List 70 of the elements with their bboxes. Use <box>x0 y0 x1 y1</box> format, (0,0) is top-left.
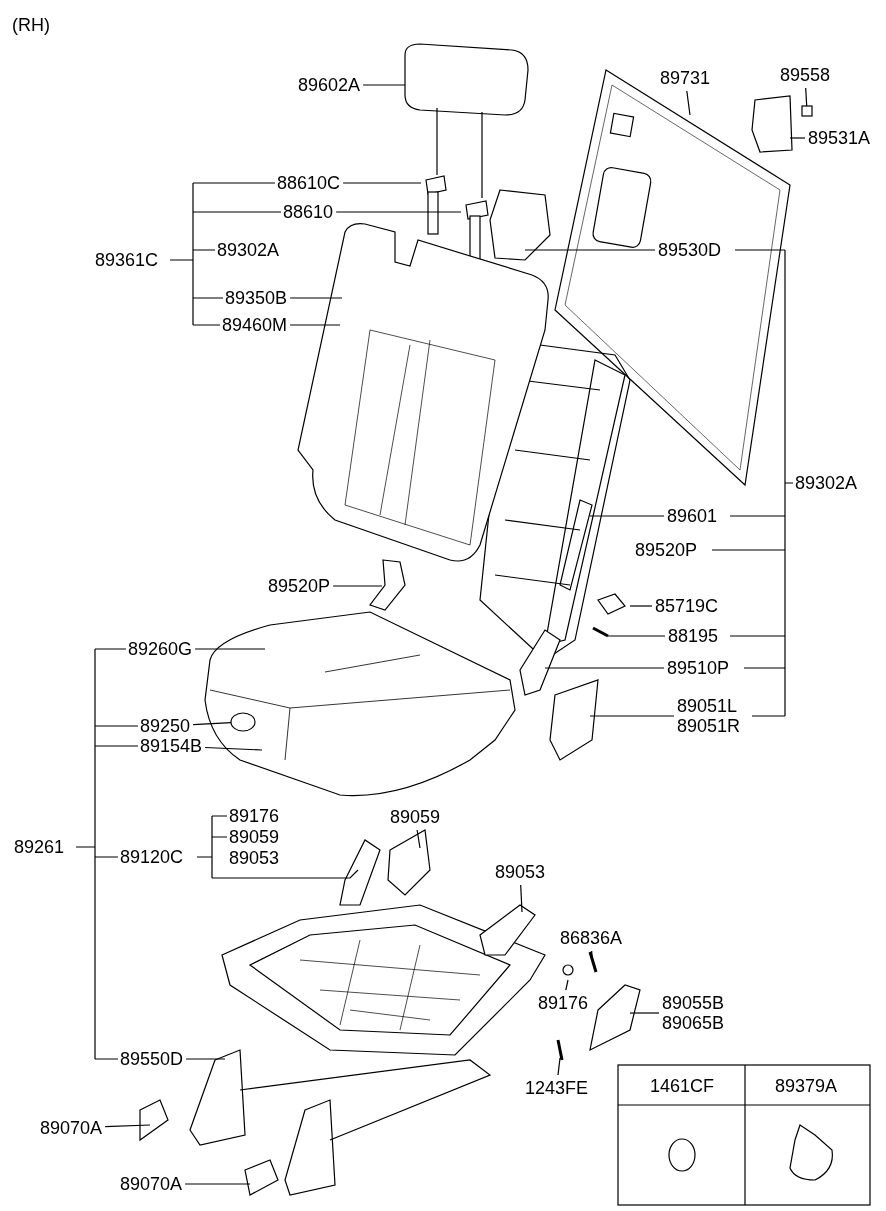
part-number: 89053 <box>229 848 280 868</box>
part-number: 89510P <box>667 658 730 678</box>
part-number: 89051L <box>677 696 739 716</box>
part-number: 89176 <box>538 993 589 1013</box>
part-number: 89460M <box>222 315 288 335</box>
leader-line <box>524 249 656 251</box>
part-number: 89059 <box>229 827 280 847</box>
part-number: 89302A <box>795 473 858 493</box>
part-number: 89531A <box>808 128 871 148</box>
part-number: 1243FE <box>525 1078 589 1098</box>
leader-line <box>607 635 666 637</box>
leader-line <box>591 950 593 959</box>
part-number: 89261 <box>14 837 65 857</box>
leader-line <box>557 1057 561 1076</box>
part-number: 89055B <box>662 993 725 1013</box>
part-number: 89601 <box>667 506 718 526</box>
side-note: (RH) <box>12 15 50 35</box>
leader-line <box>104 1124 151 1128</box>
leader-line <box>289 324 341 326</box>
leader-line <box>686 90 691 116</box>
part-number: 89154B <box>140 736 203 756</box>
table-header: 89379A <box>775 1076 838 1096</box>
leader-line <box>520 884 523 913</box>
part-number: 89065B <box>662 1013 725 1033</box>
leader-line <box>789 137 806 139</box>
leader-line <box>544 667 665 669</box>
clip-part <box>801 105 813 117</box>
part-number: 89053 <box>495 862 546 882</box>
part-number: 89070A <box>120 1174 183 1194</box>
leader-line <box>629 1012 660 1014</box>
part-number: 89120C <box>120 847 184 867</box>
part-number: 85719C <box>655 596 719 616</box>
leader-line <box>289 297 343 299</box>
part-number: 89558 <box>780 65 831 85</box>
leader-line <box>589 515 665 517</box>
grommet-part <box>230 712 256 732</box>
part-number: 89070A <box>40 1118 103 1138</box>
part-number: 89250 <box>140 716 191 736</box>
part-number: 86836A <box>560 928 623 948</box>
part-number: 89260G <box>128 639 193 659</box>
part-number: 89602A <box>298 75 361 95</box>
part-number: 89059 <box>390 807 441 827</box>
part-number: 89520P <box>635 540 698 560</box>
leader-line <box>192 722 232 726</box>
leader-line <box>185 1058 226 1060</box>
part-number: 89520P <box>268 576 331 596</box>
leader-line <box>589 715 675 717</box>
leader-line <box>629 605 653 607</box>
leader-line <box>184 1183 251 1185</box>
part-number: 89350B <box>225 288 288 308</box>
leader-line <box>805 87 808 107</box>
part-number: 89051R <box>677 716 741 736</box>
part-number: 89302A <box>217 240 280 260</box>
table-header: 1461CF <box>650 1076 715 1096</box>
part-number: 89530D <box>658 240 722 260</box>
part-number: 89731 <box>660 68 711 88</box>
leader-line <box>565 979 569 991</box>
part-number: 89361C <box>95 250 159 270</box>
part-number: 89550D <box>120 1049 184 1069</box>
leader-line <box>194 648 266 650</box>
leader-line <box>204 746 263 751</box>
part-number: 88610 <box>283 202 334 222</box>
part-number: 89176 <box>229 806 280 826</box>
part-number: 88195 <box>668 626 719 646</box>
leader-line <box>335 211 462 213</box>
leader-line <box>332 585 383 587</box>
leader-line <box>342 182 422 184</box>
leader-line <box>362 84 406 86</box>
leader-line <box>416 829 421 849</box>
part-number: 88610C <box>277 173 341 193</box>
